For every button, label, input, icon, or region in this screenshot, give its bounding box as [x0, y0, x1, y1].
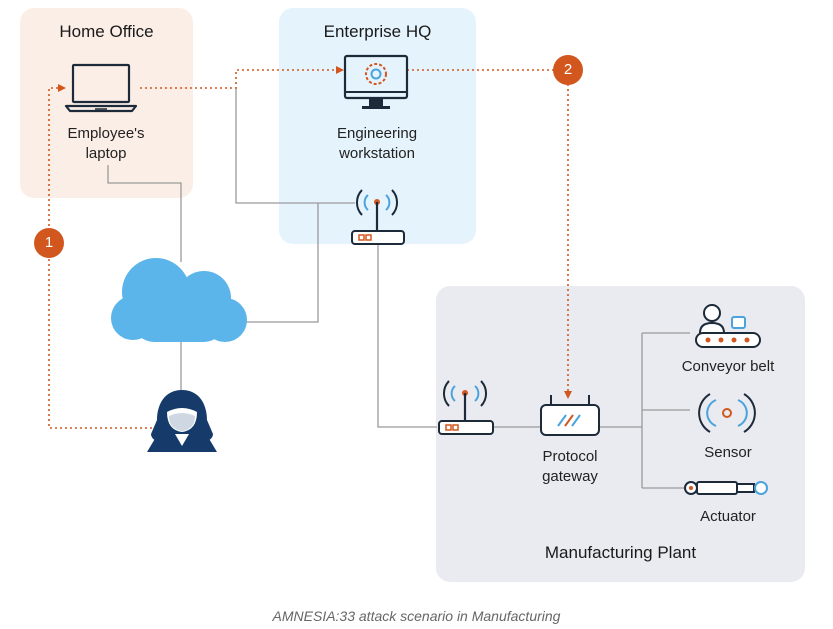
workstation-label-line1: Engineering	[336, 125, 418, 142]
attack-arrowheads	[58, 66, 572, 399]
gateway-label-line2: gateway	[542, 468, 598, 485]
laptop-icon	[64, 63, 138, 113]
enterprise-hq-title: Enterprise HQ	[323, 22, 432, 41]
enterprise-hq-zone	[279, 8, 476, 244]
actuator-icon	[684, 481, 768, 495]
workstation-label-line2: workstation	[339, 145, 415, 162]
router-icon	[351, 189, 405, 245]
workstation-label: Engineering workstation	[306, 124, 448, 164]
laptop-label-line1: Employee's	[67, 125, 145, 142]
laptop-label: Employee's laptop	[36, 124, 176, 164]
plant-router-icon	[438, 380, 494, 435]
manufacturing-plant-zone	[436, 286, 805, 582]
gateway-label: Protocol gateway	[510, 447, 630, 487]
laptop-label-line2: laptop	[85, 145, 127, 162]
conveyor-icon	[695, 304, 761, 348]
cloud-icon	[111, 258, 247, 342]
sensor-icon	[698, 393, 756, 433]
step-1-badge: 1	[34, 228, 64, 258]
gateway-icon	[540, 395, 600, 436]
conveyor-label: Conveyor belt	[681, 358, 775, 375]
sensor-label: Sensor	[704, 444, 752, 461]
step-2-badge: 2	[553, 55, 583, 85]
hacker-icon	[147, 390, 217, 452]
network-links	[107, 88, 690, 489]
gateway-label-line1: Protocol	[542, 448, 598, 465]
monitor-gear-icon	[343, 54, 409, 109]
manufacturing-plant-title: Manufacturing Plant	[544, 543, 697, 562]
home-office-title: Home Office	[59, 22, 154, 41]
actuator-label: Actuator	[700, 508, 756, 525]
figure-caption: AMNESIA:33 attack scenario in Manufactur…	[272, 608, 561, 624]
